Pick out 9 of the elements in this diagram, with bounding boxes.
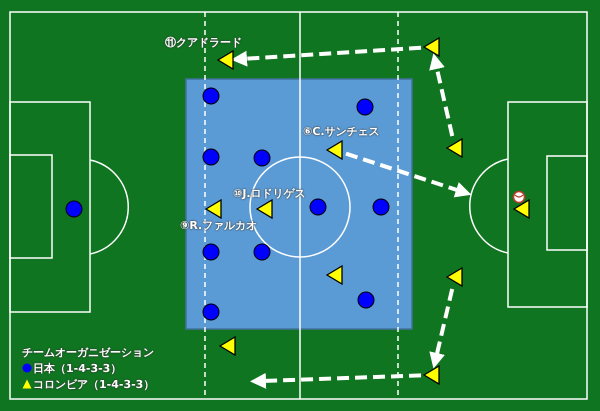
player-name: ⑪クアドラード bbox=[165, 36, 242, 49]
legend-text: 日本（1-4-3-3） bbox=[33, 362, 122, 375]
player-name: ⑥C.サンチェス bbox=[303, 125, 380, 138]
dashed-arrow bbox=[429, 53, 454, 136]
dashed-arrow bbox=[250, 372, 422, 389]
legend-text: コロンビア（1-4-3-3） bbox=[33, 378, 154, 391]
dashed-arrow bbox=[429, 288, 454, 369]
legend-title: チームオーガニゼーション bbox=[22, 346, 154, 359]
dashed-arrow bbox=[345, 152, 472, 198]
